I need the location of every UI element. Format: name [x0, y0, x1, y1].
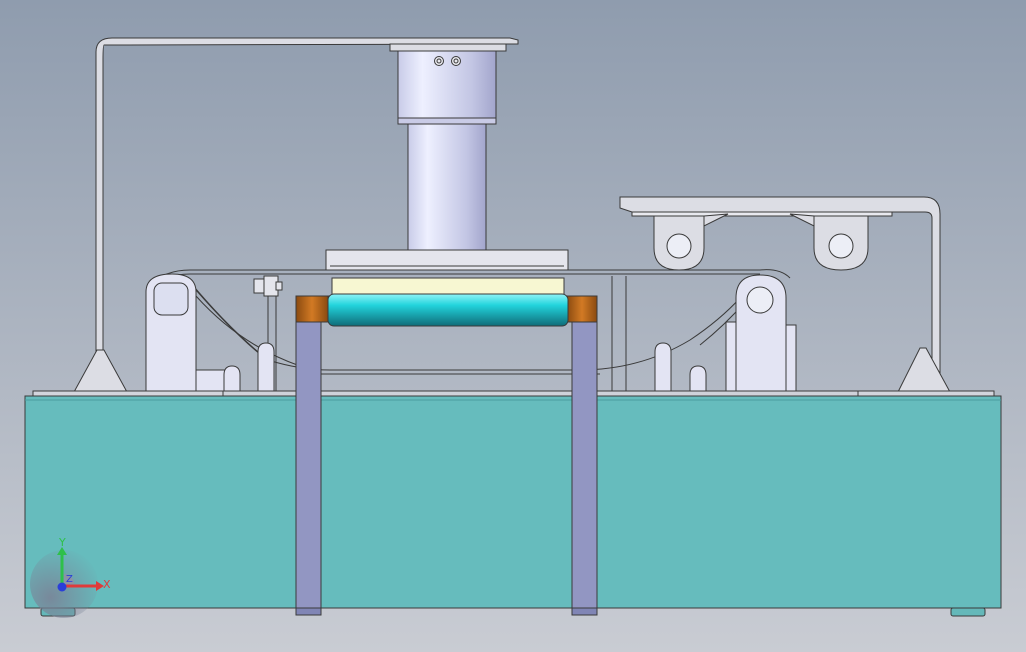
- axis-triad: X Y Z: [30, 536, 111, 618]
- cylinder-head: [397, 50, 497, 124]
- guide-posts-left[interactable]: [223, 342, 275, 393]
- right-thin-posts: [611, 276, 627, 392]
- machine-base[interactable]: [24, 395, 1002, 609]
- idler-roller-icon: [828, 233, 854, 259]
- bearing-block-left: [295, 295, 329, 323]
- z-axis-label: Z: [66, 574, 73, 585]
- drive-window: [153, 282, 189, 316]
- guide-posts-right[interactable]: [654, 342, 707, 393]
- cylinder-body: [407, 123, 487, 251]
- right-roller-frame[interactable]: [619, 196, 951, 393]
- bolt-icon: [434, 56, 444, 66]
- pillar-left: [295, 321, 322, 611]
- pillar-right: [571, 321, 598, 611]
- bearing-block-right: [566, 295, 598, 323]
- right-drive-block[interactable]: [725, 274, 797, 393]
- cylinder-collar: [397, 117, 497, 125]
- drive-roller-icon: [746, 286, 774, 314]
- y-axis-label: Y: [58, 536, 66, 549]
- cylinder-mount-plate: [389, 43, 507, 52]
- press-cylinder[interactable]: [389, 43, 507, 251]
- bolt-icon: [451, 56, 461, 66]
- left-drive-block[interactable]: [145, 273, 227, 393]
- x-axis-label: X: [103, 578, 111, 591]
- press-platen[interactable]: [325, 249, 569, 271]
- main-roller[interactable]: [327, 293, 569, 327]
- pressing-pad[interactable]: [331, 277, 565, 297]
- vertical-pillars[interactable]: [295, 321, 598, 616]
- idler-roller-icon: [666, 233, 692, 259]
